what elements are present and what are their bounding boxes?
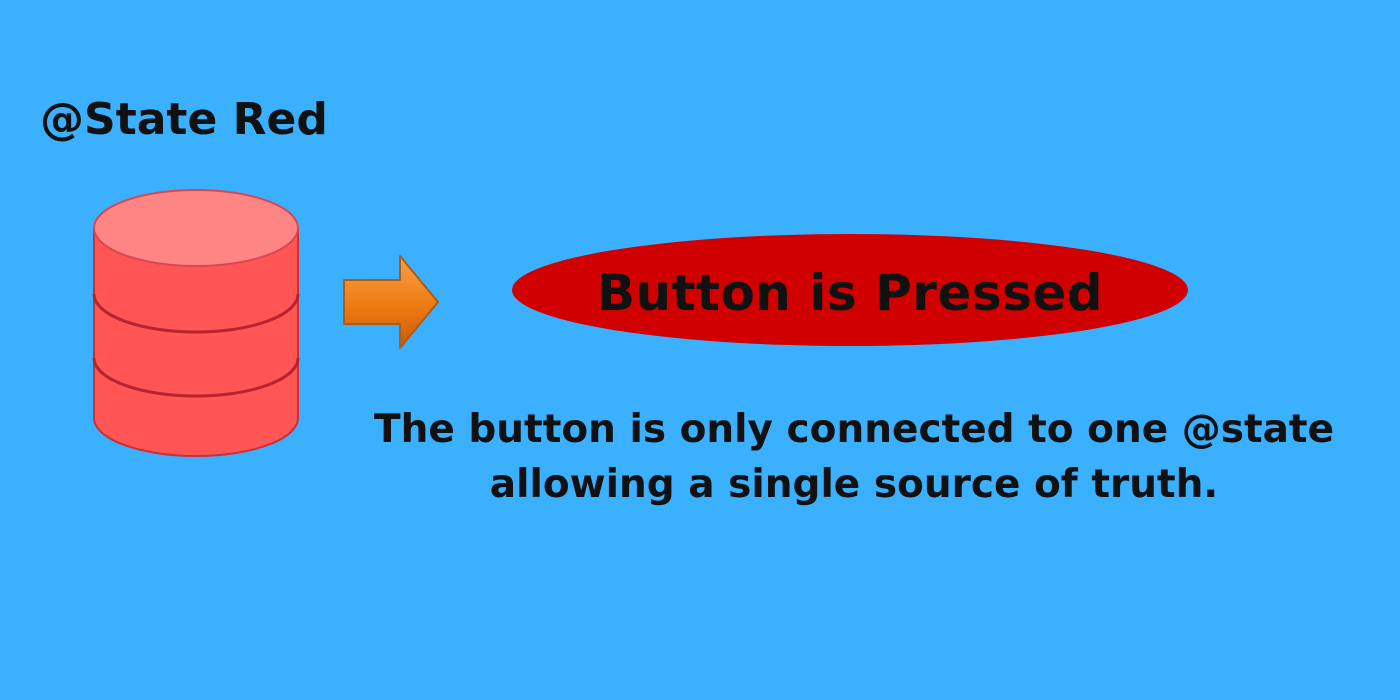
database-body — [92, 189, 300, 457]
caption-line-1: The button is only connected to one @sta… — [373, 407, 1335, 452]
pressed-button[interactable]: Button is Pressed — [512, 234, 1188, 346]
database-icon — [92, 189, 300, 457]
caption: The button is only connected to one @sta… — [330, 402, 1378, 512]
pressed-button-label: Button is Pressed — [596, 264, 1104, 322]
caption-line-2: allowing a single source of truth. — [489, 462, 1219, 507]
arrow-right-icon — [343, 255, 439, 349]
state-label: @State Red — [40, 94, 328, 145]
